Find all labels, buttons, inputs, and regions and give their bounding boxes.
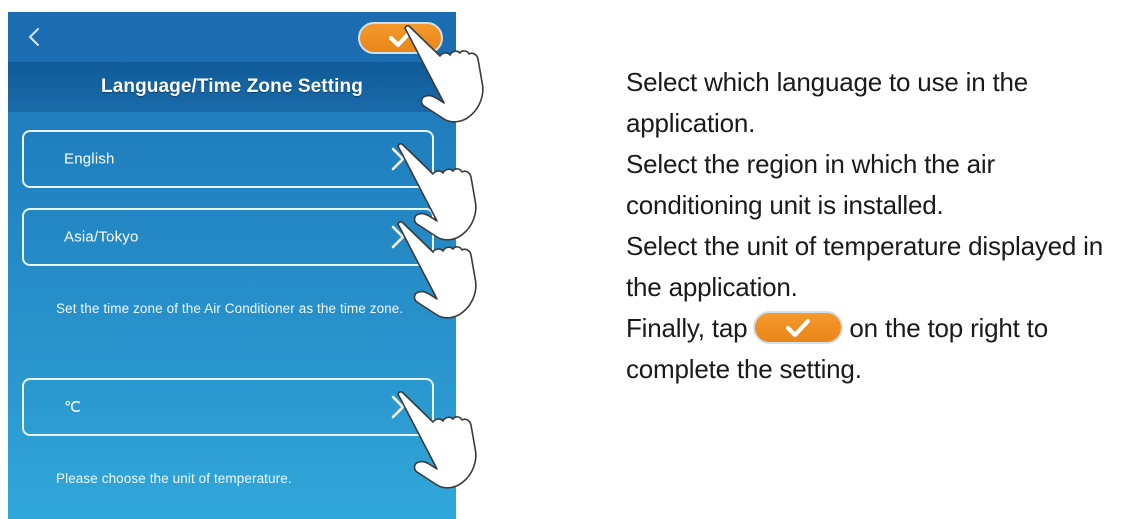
chevron-left-icon[interactable]: [24, 26, 46, 48]
page-title: Language/Time Zone Setting: [101, 76, 363, 97]
chevron-right-icon: [388, 224, 408, 250]
screen-title-band: Language/Time Zone Setting: [8, 62, 456, 112]
inline-confirm-button-illustration: [753, 311, 844, 344]
app-top-bar: [8, 12, 456, 62]
phone-app-panel: Language/Time Zone Setting English Asia/…: [8, 12, 456, 519]
check-icon: [386, 27, 416, 49]
confirm-button[interactable]: [358, 22, 443, 54]
chevron-right-icon: [388, 146, 408, 172]
timezone-hint-text: Set the time zone of the Air Conditioner…: [56, 301, 404, 316]
final-suffix-text: on the top right to complete the setting…: [626, 313, 1048, 384]
timezone-value: Asia/Tokyo: [64, 228, 139, 246]
instructions-panel: Select which language to use in the appl…: [626, 62, 1112, 390]
temperature-unit-value: ℃: [64, 399, 82, 416]
chevron-right-icon: [388, 394, 408, 420]
final-prefix-text: Finally, tap: [626, 313, 748, 343]
instruction-paragraph-3: Select the unit of temperature displayed…: [626, 231, 1104, 302]
timezone-row[interactable]: Asia/Tokyo: [22, 208, 434, 266]
temperature-hint-text: Please choose the unit of temperature.: [56, 471, 292, 486]
instruction-paragraph-2: Select the region in which the air condi…: [626, 149, 995, 220]
language-row[interactable]: English: [22, 130, 434, 188]
language-value: English: [64, 150, 115, 168]
temperature-unit-row[interactable]: ℃: [22, 378, 434, 436]
instruction-paragraph-1: Select which language to use in the appl…: [626, 67, 1029, 138]
